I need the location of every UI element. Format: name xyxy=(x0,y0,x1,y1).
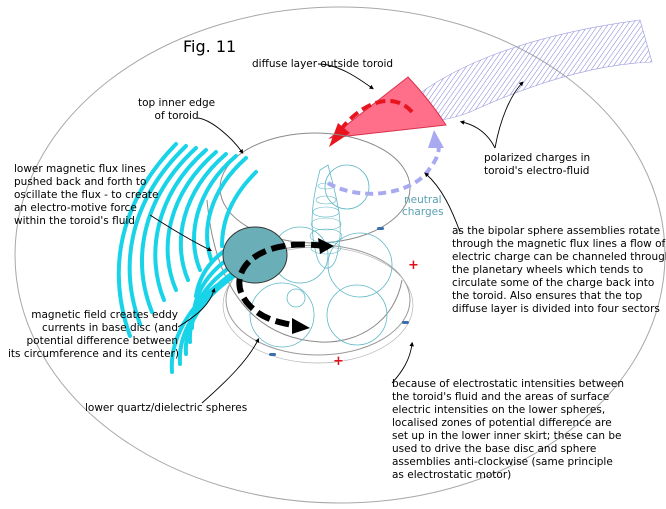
label-line: oscillate the flux - to create xyxy=(14,189,159,201)
charge-return-arrow xyxy=(326,141,441,196)
label-line: electric charge can be channeled through xyxy=(452,251,666,263)
label-line: the toroid's fluid and the areas of surf… xyxy=(392,391,610,403)
label-quartz-spheres: lower quartz/dielectric spheres xyxy=(85,402,248,414)
label-line: neutral xyxy=(404,194,442,206)
label-electrostatic: because of electrostatic intensities bet… xyxy=(392,378,624,482)
label-line: the toroid. Also ensures that the top xyxy=(452,290,643,302)
label-line: magnetic field creates eddy xyxy=(31,309,178,321)
label-line: toroid's electro-fluid xyxy=(484,165,590,177)
label-line: as the bipolar sphere assemblies rotate xyxy=(452,225,661,237)
rotation-arrow xyxy=(236,241,326,329)
label-line: as electrostatic motor) xyxy=(392,469,512,481)
label-line: pushed back and forth to xyxy=(14,176,147,188)
label-line: charges xyxy=(402,206,444,218)
rotation-arrowhead-top xyxy=(318,238,334,254)
negative-charge xyxy=(377,227,384,230)
label-line: circulate some of the charge back into xyxy=(452,277,655,289)
label-line: its circumference and its center) xyxy=(8,348,180,360)
label-bipolar-spheres: as the bipolar sphere assemblies rotate … xyxy=(452,225,666,316)
label-line: used to drive the base disc and sphere xyxy=(392,443,597,455)
diffuse-layer-wedge xyxy=(328,76,447,139)
leader-electrostatic xyxy=(391,341,414,384)
diffuse-red-arrow xyxy=(340,98,414,130)
label-line: potential difference between xyxy=(26,335,179,347)
negative-charge xyxy=(402,321,409,324)
leader-eddy xyxy=(177,287,216,328)
leader-polarized-1 xyxy=(459,120,496,149)
label-lower-flux-lines: lower magnetic flux lines pushed back an… xyxy=(14,163,159,228)
polarized-charge-region xyxy=(397,19,653,121)
leader-top-inner xyxy=(197,117,244,154)
leader-lower-flux xyxy=(149,214,213,252)
label-line: within the toroid's fluid xyxy=(14,215,135,227)
outer-toroid-outline xyxy=(14,6,666,504)
label-line: electric intensities on the lower sphere… xyxy=(392,404,606,416)
label-line: because of electrostatic intensities bet… xyxy=(392,378,625,390)
label-neutral-charges: neutral charges xyxy=(402,194,444,218)
charge-return-arrowhead xyxy=(428,130,444,148)
label-line: set up in the lower inner skirt; these c… xyxy=(392,430,622,442)
label-line: assemblies anti-clockwise (same principl… xyxy=(392,456,613,468)
label-top-inner-edge: top inner edge of toroid xyxy=(138,97,215,123)
negative-charge xyxy=(269,353,276,356)
magnetic-flux-lines xyxy=(116,142,258,374)
positive-charge: + xyxy=(333,354,344,369)
leader-polarized-2 xyxy=(494,81,524,149)
leader-quartz xyxy=(201,337,260,404)
label-line: of toroid xyxy=(154,110,199,122)
figure-title: Fig. 11 xyxy=(183,37,237,56)
central-column xyxy=(311,164,341,269)
rotation-arrowhead-bottom xyxy=(292,318,310,334)
label-line: polarized charges in xyxy=(484,152,591,164)
label-line: an electro-motive force xyxy=(14,202,137,214)
label-diffuse-layer: diffuse layer outside toroid xyxy=(252,58,394,70)
leader-bipolar xyxy=(424,172,461,233)
label-line: localised zones of potential difference … xyxy=(392,417,612,429)
label-line: diffuse layer is divided into four secto… xyxy=(452,303,660,315)
label-line: the planetary wheels which tends to xyxy=(452,264,644,276)
label-polarized-charges: polarized charges in toroid's electro-fl… xyxy=(484,152,590,178)
leader-diffuse xyxy=(317,63,374,90)
label-line: lower magnetic flux lines xyxy=(14,163,146,175)
label-line: through the magnetic flux lines a flow o… xyxy=(452,238,666,250)
label-line: currents in base disc (and xyxy=(42,322,178,334)
column-contours xyxy=(309,182,343,255)
label-line: top inner edge xyxy=(138,97,216,109)
label-eddy-currents: magnetic field creates eddy currents in … xyxy=(8,309,180,361)
positive-charge: + xyxy=(408,258,419,273)
